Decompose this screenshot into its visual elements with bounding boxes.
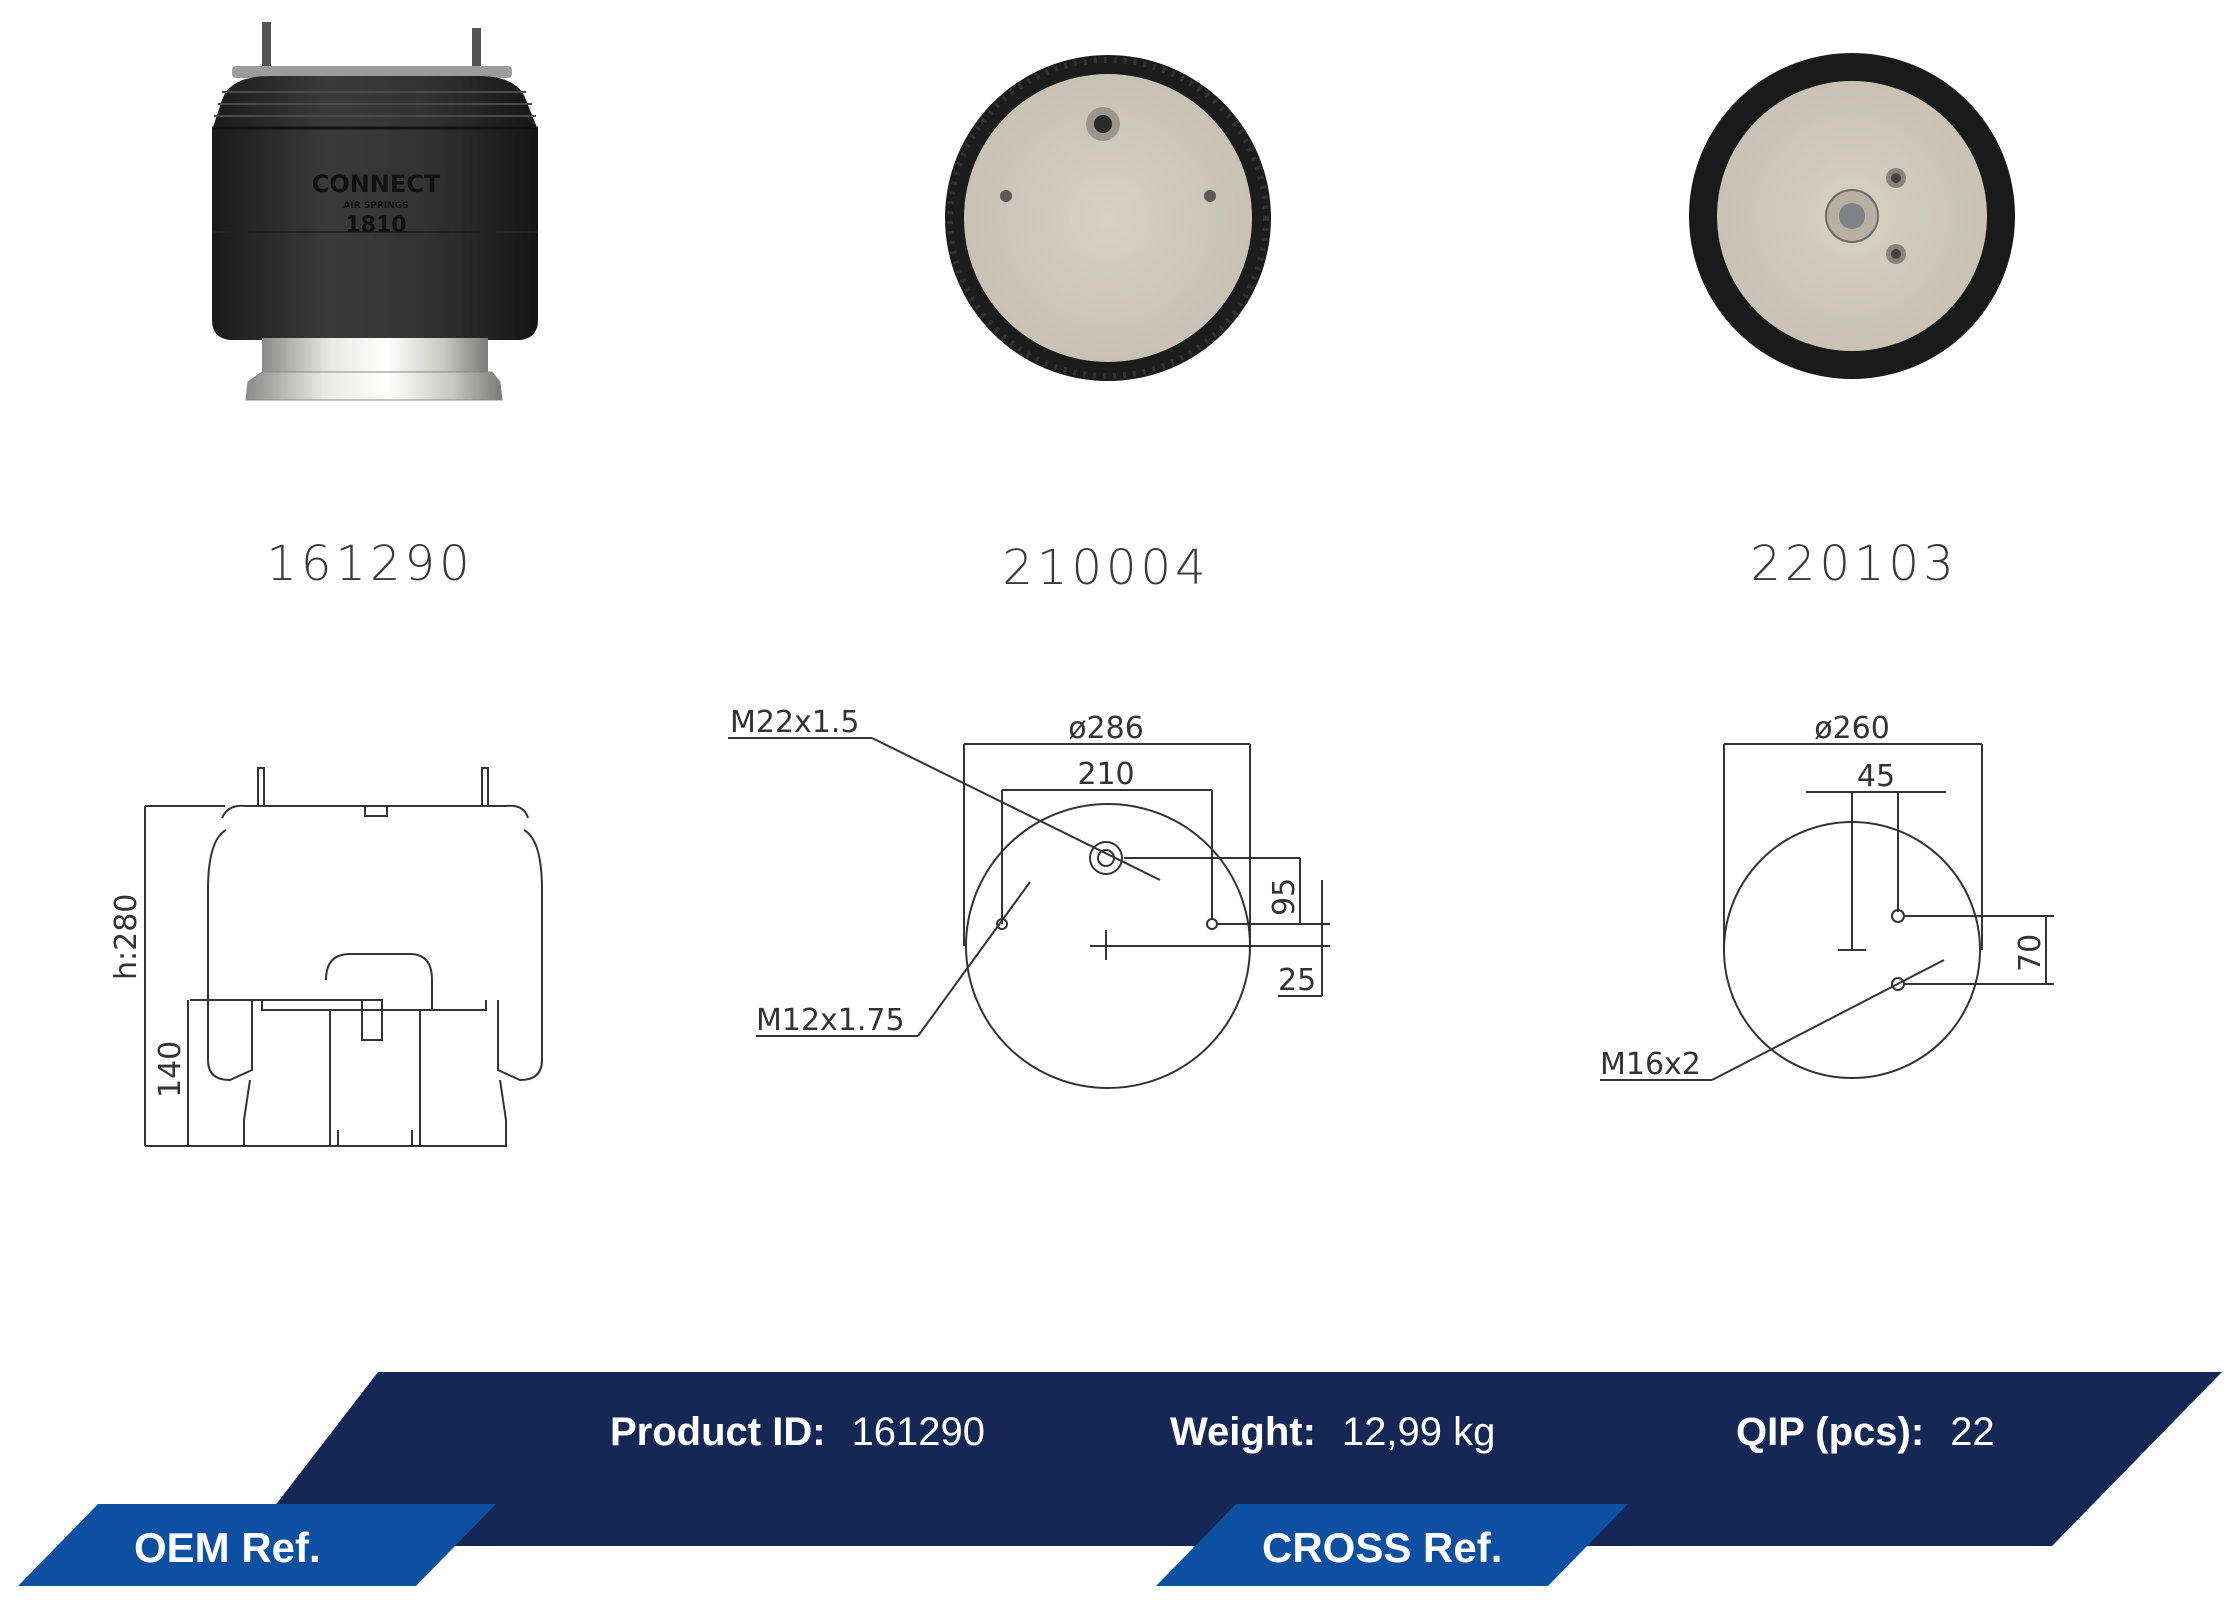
diameter-label-2: ø260 — [1814, 711, 1890, 746]
part-number-2: 210004 — [1002, 540, 1210, 596]
qip-label: QIP (pcs): — [1736, 1410, 1925, 1454]
svg-text:1810: 1810 — [345, 213, 406, 238]
offset-horizontal-label: 45 — [1857, 759, 1895, 794]
top-plate-dimension-drawing: ø286 210 95 25 M22x1.5 M12x1.75 — [728, 705, 1330, 1089]
offset-small-label: 25 — [1278, 963, 1316, 998]
oem-ref-tab-label[interactable]: OEM Ref. — [134, 1524, 321, 1571]
bottom-plate-dimension-drawing: ø260 45 70 M16x2 — [1600, 711, 2054, 1082]
cross-tab — [1156, 1504, 1628, 1586]
qip-value: 22 — [1950, 1410, 1995, 1454]
cross-ref-tab-label[interactable]: CROSS Ref. — [1262, 1524, 1503, 1571]
product-logo: CONNECT AIR SPRINGS 1810 — [312, 170, 441, 238]
product-id-label: Product ID: — [610, 1410, 826, 1454]
oem-tab — [18, 1504, 496, 1586]
diameter-label: ø286 — [1068, 711, 1144, 746]
part-number-1: 161290 — [266, 536, 474, 592]
side-section-drawing: h:280 140 — [109, 767, 543, 1147]
mid-height-label: 140 — [153, 1041, 188, 1098]
height-label: h:280 — [109, 894, 144, 980]
bottom-plate-photo-220103 — [1689, 53, 2015, 379]
thread-label: M16x2 — [1600, 1047, 1701, 1082]
bolt-spacing-label: 210 — [1077, 757, 1134, 792]
air-spring-photo: CONNECT AIR SPRINGS 1810 — [212, 22, 538, 401]
svg-text:CONNECT: CONNECT — [312, 170, 441, 198]
offset-vertical-label-2: 70 — [2013, 934, 2048, 972]
top-plate-photo-210004 — [945, 55, 1271, 381]
offset-vertical-label: 95 — [1267, 878, 1302, 916]
qip-field: QIP (pcs): 22 — [1736, 1410, 1995, 1455]
svg-text:AIR SPRINGS: AIR SPRINGS — [343, 201, 408, 211]
thread-bottom-label: M12x1.75 — [756, 1003, 905, 1038]
weight-label: Weight: — [1170, 1410, 1316, 1454]
info-banner — [244, 1372, 2222, 1546]
thread-top-label: M22x1.5 — [730, 705, 860, 740]
product-id-field: Product ID: 161290 — [610, 1410, 985, 1455]
weight-field: Weight: 12,99 kg — [1170, 1410, 1495, 1455]
weight-value: 12,99 kg — [1341, 1410, 1496, 1454]
product-id-value: 161290 — [851, 1410, 986, 1454]
part-number-3: 220103 — [1750, 536, 1958, 592]
